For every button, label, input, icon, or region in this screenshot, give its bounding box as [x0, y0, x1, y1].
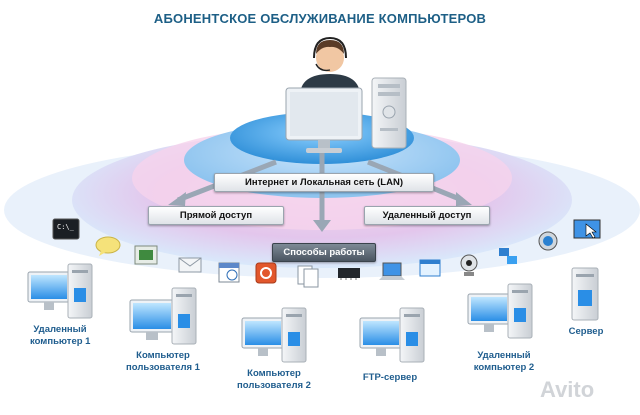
arrow-down-head	[313, 220, 331, 232]
chat-bubble-icon	[95, 236, 121, 256]
arrow-right-head	[456, 192, 472, 206]
network-icon	[499, 248, 517, 264]
documents-icon	[297, 265, 319, 288]
pill-work-methods: Способы работы	[272, 243, 376, 262]
speaker-icon	[538, 231, 558, 251]
calendar-icon	[218, 262, 240, 283]
svg-text:C:\_: C:\_	[57, 223, 75, 231]
remote-computer-2-icon	[467, 283, 533, 339]
alert-icon	[255, 262, 277, 284]
pill-remote-access: Удаленный доступ	[364, 206, 490, 225]
memory-chip-icon	[338, 268, 360, 280]
node-label-server: Сервер	[568, 326, 604, 337]
chip-board-icon	[134, 245, 158, 265]
ftp-server-icon	[359, 307, 425, 363]
monitor-cursor-icon	[573, 219, 601, 239]
user-computer-2-icon	[241, 307, 307, 363]
remote-computer-1-icon	[27, 263, 93, 319]
server-icon	[571, 267, 599, 321]
window-icon	[419, 259, 441, 277]
node-label-ftp: FTP-сервер	[362, 372, 418, 383]
arrow-left-head	[168, 192, 186, 206]
webcam-icon	[460, 254, 478, 276]
operator-icon	[300, 36, 360, 96]
pill-direct-access: Прямой доступ	[148, 206, 284, 225]
laptop-icon	[379, 262, 405, 280]
central-monitor-icon	[285, 87, 363, 153]
watermark: Avito	[540, 377, 595, 402]
user-computer-1-icon	[129, 287, 197, 345]
pill-internet-lan: Интернет и Локальная сеть (LAN)	[214, 173, 434, 192]
central-tower-icon	[371, 77, 407, 149]
page-title: АБОНЕНТСКОЕ ОБСЛУЖИВАНИЕ КОМПЬЮТЕРОВ	[153, 11, 487, 26]
envelope-icon	[178, 257, 202, 273]
terminal-icon: C:\_	[52, 218, 80, 240]
